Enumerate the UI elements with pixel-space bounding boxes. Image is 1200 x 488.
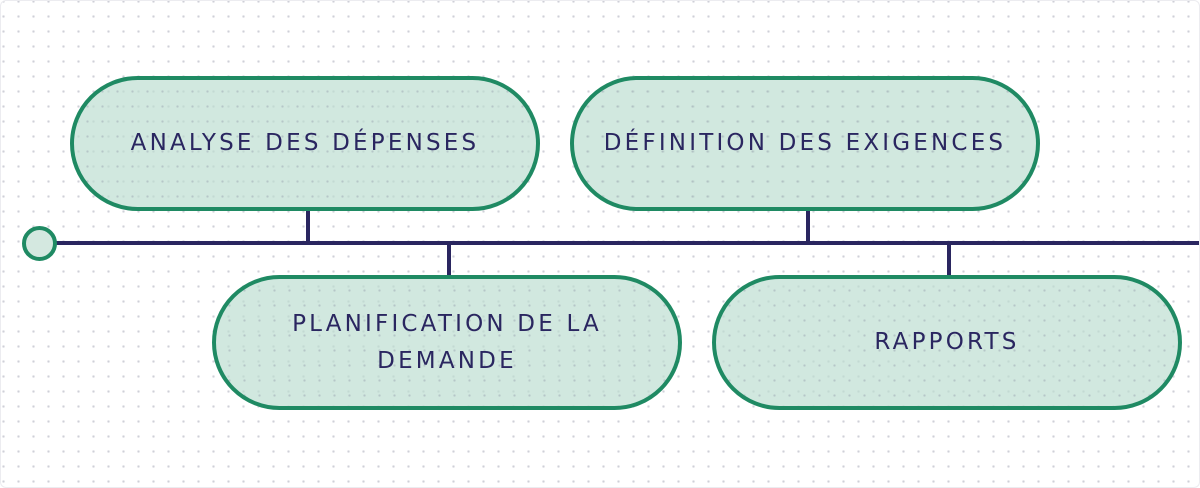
connector-stage-4 xyxy=(947,243,951,278)
timeline-start-circle-icon xyxy=(22,226,57,261)
stage-node-requirements-definition: DÉFINITION DES EXIGENCES xyxy=(570,76,1040,211)
stage-label: ANALYSE DES DÉPENSES xyxy=(130,130,480,156)
timeline-axis xyxy=(55,241,1199,245)
stage-label: RAPPORTS xyxy=(874,329,1020,355)
stage-node-spend-analysis: ANALYSE DES DÉPENSES xyxy=(70,76,540,211)
stage-label: PLANIFICATION DE LA DEMANDE xyxy=(292,310,602,374)
stage-label: DÉFINITION DES EXIGENCES xyxy=(603,130,1007,156)
stage-node-demand-planning: PLANIFICATION DE LA DEMANDE xyxy=(212,275,682,410)
stage-node-reports: RAPPORTS xyxy=(712,275,1182,410)
connector-stage-3 xyxy=(806,210,810,243)
connector-stage-1 xyxy=(306,210,310,243)
connector-stage-2 xyxy=(447,243,451,278)
